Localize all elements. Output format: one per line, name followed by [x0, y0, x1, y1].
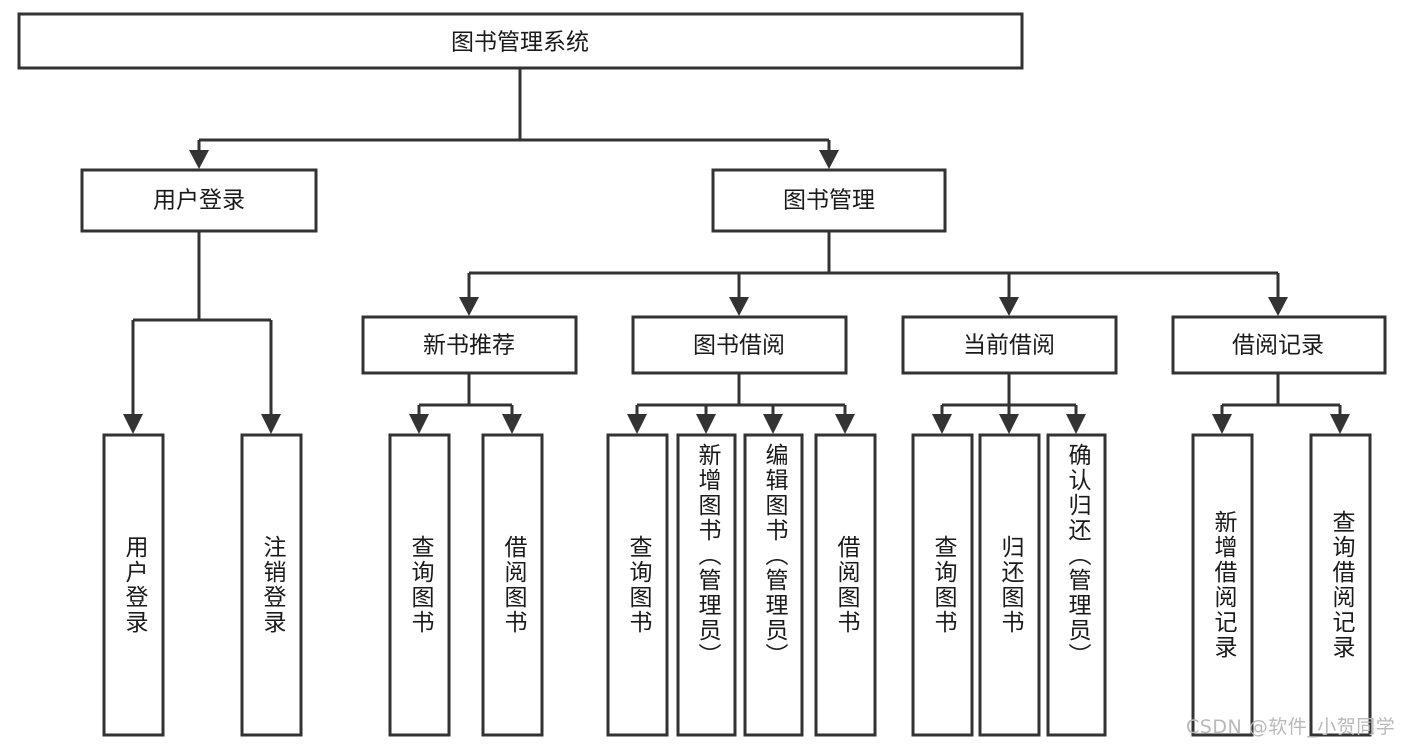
arrow-head-leaf-11 — [1066, 414, 1086, 434]
node-l3-3-label: 当前借阅 — [963, 333, 1055, 359]
node-l3-4-label: 借阅记录 — [1232, 333, 1324, 359]
node-leaf-11-box[interactable] — [1046, 433, 1107, 737]
node-l3-3[interactable]: 当前借阅 — [901, 315, 1118, 375]
connector-group-l2-2 — [459, 232, 1288, 316]
node-root-label: 图书管理系统 — [451, 30, 589, 56]
connector-group-l3-4 — [1212, 374, 1350, 434]
arrow-head-l3-4 — [1268, 297, 1288, 316]
node-l2-2-box[interactable] — [711, 168, 947, 233]
connector-group-l3-2 — [627, 374, 855, 434]
arrow-head-leaf-13 — [1330, 414, 1350, 434]
node-l3-2-box[interactable] — [631, 315, 848, 375]
arrow-head-leaf-3 — [409, 414, 429, 434]
node-l3-3-box[interactable] — [901, 315, 1118, 375]
node-root[interactable]: 图书管理系统 — [17, 12, 1024, 70]
arrow-head-leaf-12 — [1212, 414, 1232, 434]
connector-group-l3-3 — [932, 374, 1086, 434]
node-l3-2[interactable]: 图书借阅 — [631, 315, 848, 375]
arrow-head-l3-1 — [459, 297, 479, 316]
node-l3-4[interactable]: 借阅记录 — [1171, 315, 1387, 375]
node-l3-1-label: 新书推荐 — [423, 333, 515, 359]
connector-group-root — [189, 68, 839, 169]
node-l2-1[interactable]: 用户登录 — [80, 168, 318, 233]
node-leaf-5-box[interactable] — [606, 433, 669, 737]
arrow-head-leaf-2 — [261, 414, 281, 434]
arrow-head-leaf-9 — [932, 414, 952, 434]
node-l2-1-box[interactable] — [80, 168, 318, 233]
node-l2-2-label: 图书管理 — [783, 188, 875, 214]
node-leaf-6-box[interactable] — [676, 433, 737, 737]
connector-group-l2-1 — [123, 232, 281, 434]
node-l3-2-label: 图书借阅 — [693, 333, 785, 359]
arrow-head-l3-2 — [729, 297, 749, 316]
arrow-head-leaf-1 — [123, 414, 143, 434]
node-leaf-9-box[interactable] — [911, 433, 974, 737]
node-l3-1-box[interactable] — [361, 315, 578, 375]
node-leaf-12-box[interactable] — [1191, 433, 1254, 737]
node-l3-1[interactable]: 新书推荐 — [361, 315, 578, 375]
arrow-head-leaf-8 — [835, 414, 855, 434]
node-leaf-13-box[interactable] — [1309, 433, 1372, 737]
connector-group-l3-1 — [409, 374, 522, 434]
node-leaf-7-box[interactable] — [743, 433, 804, 737]
arrow-head-l2-1 — [189, 150, 209, 169]
arrow-head-leaf-10 — [999, 414, 1019, 434]
node-l2-2[interactable]: 图书管理 — [711, 168, 947, 233]
arrow-head-leaf-6 — [696, 414, 716, 434]
arrow-head-l2-2 — [819, 150, 839, 169]
arrow-head-leaf-5 — [627, 414, 647, 434]
arrow-head-l3-3 — [999, 297, 1019, 316]
node-leaf-8-box[interactable] — [814, 433, 877, 737]
watermark-text: CSDN @软件_小贺同学 — [1186, 716, 1396, 738]
node-leaf-3-box[interactable] — [388, 433, 451, 737]
arrow-head-leaf-4 — [502, 414, 522, 434]
node-l2-1-label: 用户登录 — [153, 188, 245, 214]
arrow-head-leaf-7 — [763, 414, 783, 434]
node-leaf-10-box[interactable] — [978, 433, 1041, 737]
node-root-box[interactable] — [17, 12, 1024, 70]
node-leaf-2-box[interactable] — [240, 433, 303, 737]
node-l3-4-box[interactable] — [1171, 315, 1387, 375]
node-leaf-1-box[interactable] — [102, 433, 165, 737]
node-leaf-4-box[interactable] — [481, 433, 544, 737]
